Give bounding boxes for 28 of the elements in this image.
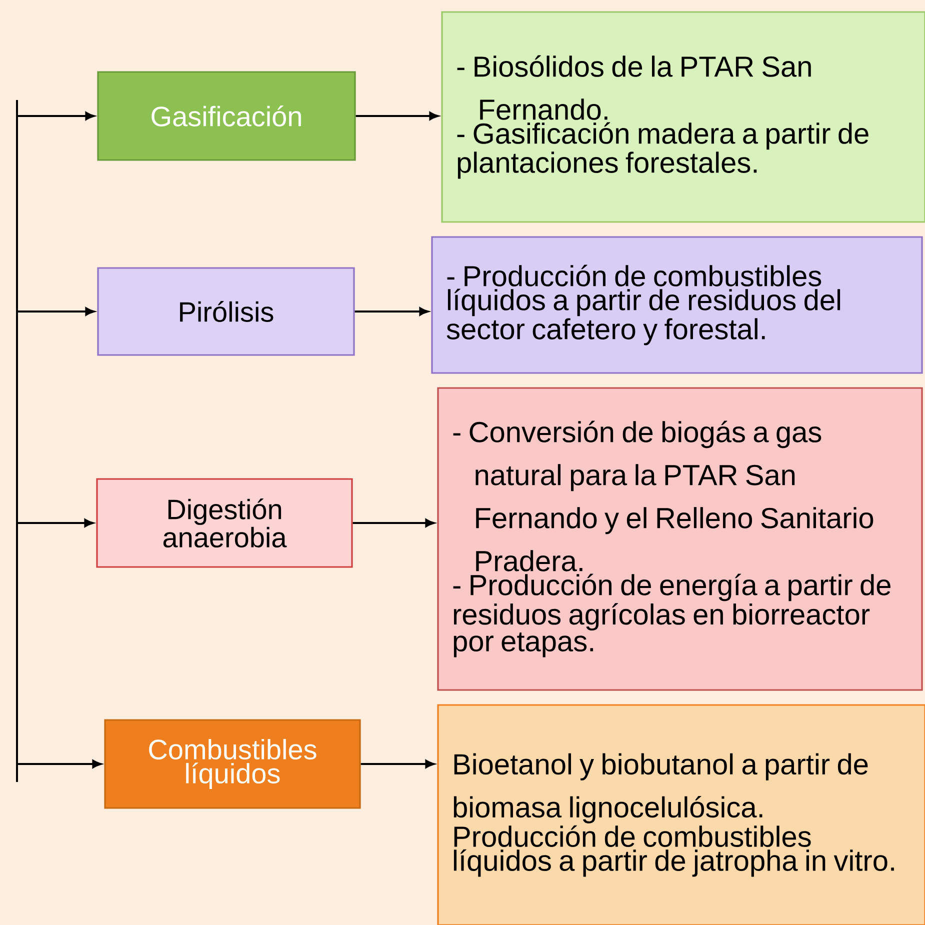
step-box [97,267,355,356]
description-box [437,704,925,925]
bullet-text: - Producción de energía a partir de residuos agrícolas en biorreactor por etapas. [453,574,890,658]
arrow [352,518,434,528]
arrow [356,112,438,120]
description-box [437,387,923,691]
step-box [97,71,356,161]
connector-trunk [16,100,18,782]
description-box [431,236,923,374]
arrow [17,307,94,316]
bullet-text: - Conversión de biogás a gas natural para la PTAR San Fernando y el Relleno Sanitario Pradera. [453,420,874,572]
description-box [441,11,925,223]
bullet-text: Bioetanol y biobutanol a partir de biomasa lignocelulósica. [454,753,868,824]
step-label: Digestión anaerobia [163,498,287,548]
arrow [17,112,94,120]
bullet-text: - Producción de combustibles líquidos a partir de residuos del sector cafetero y forestal. [446,264,840,346]
arrow [360,760,434,768]
bullet-text: Producción de combustibles líquidos a partir de jatropha in vitro. [454,825,894,877]
step-box [96,478,353,568]
step-label: Gasificación [152,106,301,126]
bullet-text: - Gasificación madera a partir de plantaciones forestales. [457,122,868,179]
step-box [104,719,361,809]
arrow [17,518,94,528]
step-label: Pirólisis [180,301,274,322]
arrow [17,760,102,768]
bullet-text: - Biosólidos de la PTAR San Fernando. [457,55,811,120]
step-label: Combustibles líquidos [149,738,316,790]
arrow [354,307,428,316]
